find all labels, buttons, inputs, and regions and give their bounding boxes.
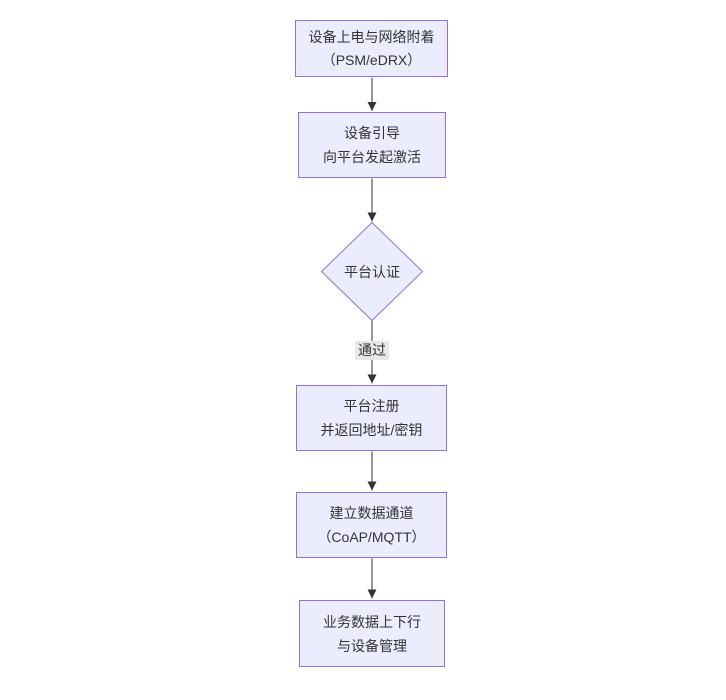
node-label-line: 设备上电与网络附着 (308, 28, 435, 45)
node-label-line: 与设备管理 (337, 637, 407, 654)
node-device-bootstrap-activate: 设备引导 向平台发起激活 (298, 112, 446, 178)
node-business-data-device-mgmt: 业务数据上下行 与设备管理 (299, 600, 445, 667)
node-label-line: （PSM/eDRX） (321, 51, 422, 68)
node-label-line: 业务数据上下行 (323, 613, 421, 630)
node-label-line: 平台认证 (344, 264, 400, 280)
node-label-line: 平台注册 (343, 398, 400, 414)
node-establish-data-channel: 建立数据通道 （CoAP/MQTT） (296, 492, 447, 558)
node-label-line: 建立数据通道 (329, 505, 414, 521)
node-label-line: 向平台发起激活 (323, 149, 421, 165)
node-device-power-network-attach: 设备上电与网络附着 （PSM/eDRX） (295, 20, 448, 77)
node-label-line: 并返回地址/密钥 (320, 422, 423, 438)
node-label-line: （CoAP/MQTT） (317, 529, 426, 545)
edge-label-pass: 通过 (355, 341, 389, 360)
node-platform-auth-diamond (320, 221, 424, 322)
node-platform-auth-label: 平台认证 (322, 263, 422, 281)
node-label-line: 设备引导 (344, 125, 400, 141)
node-platform-register: 平台注册 并返回地址/密钥 (296, 385, 447, 451)
